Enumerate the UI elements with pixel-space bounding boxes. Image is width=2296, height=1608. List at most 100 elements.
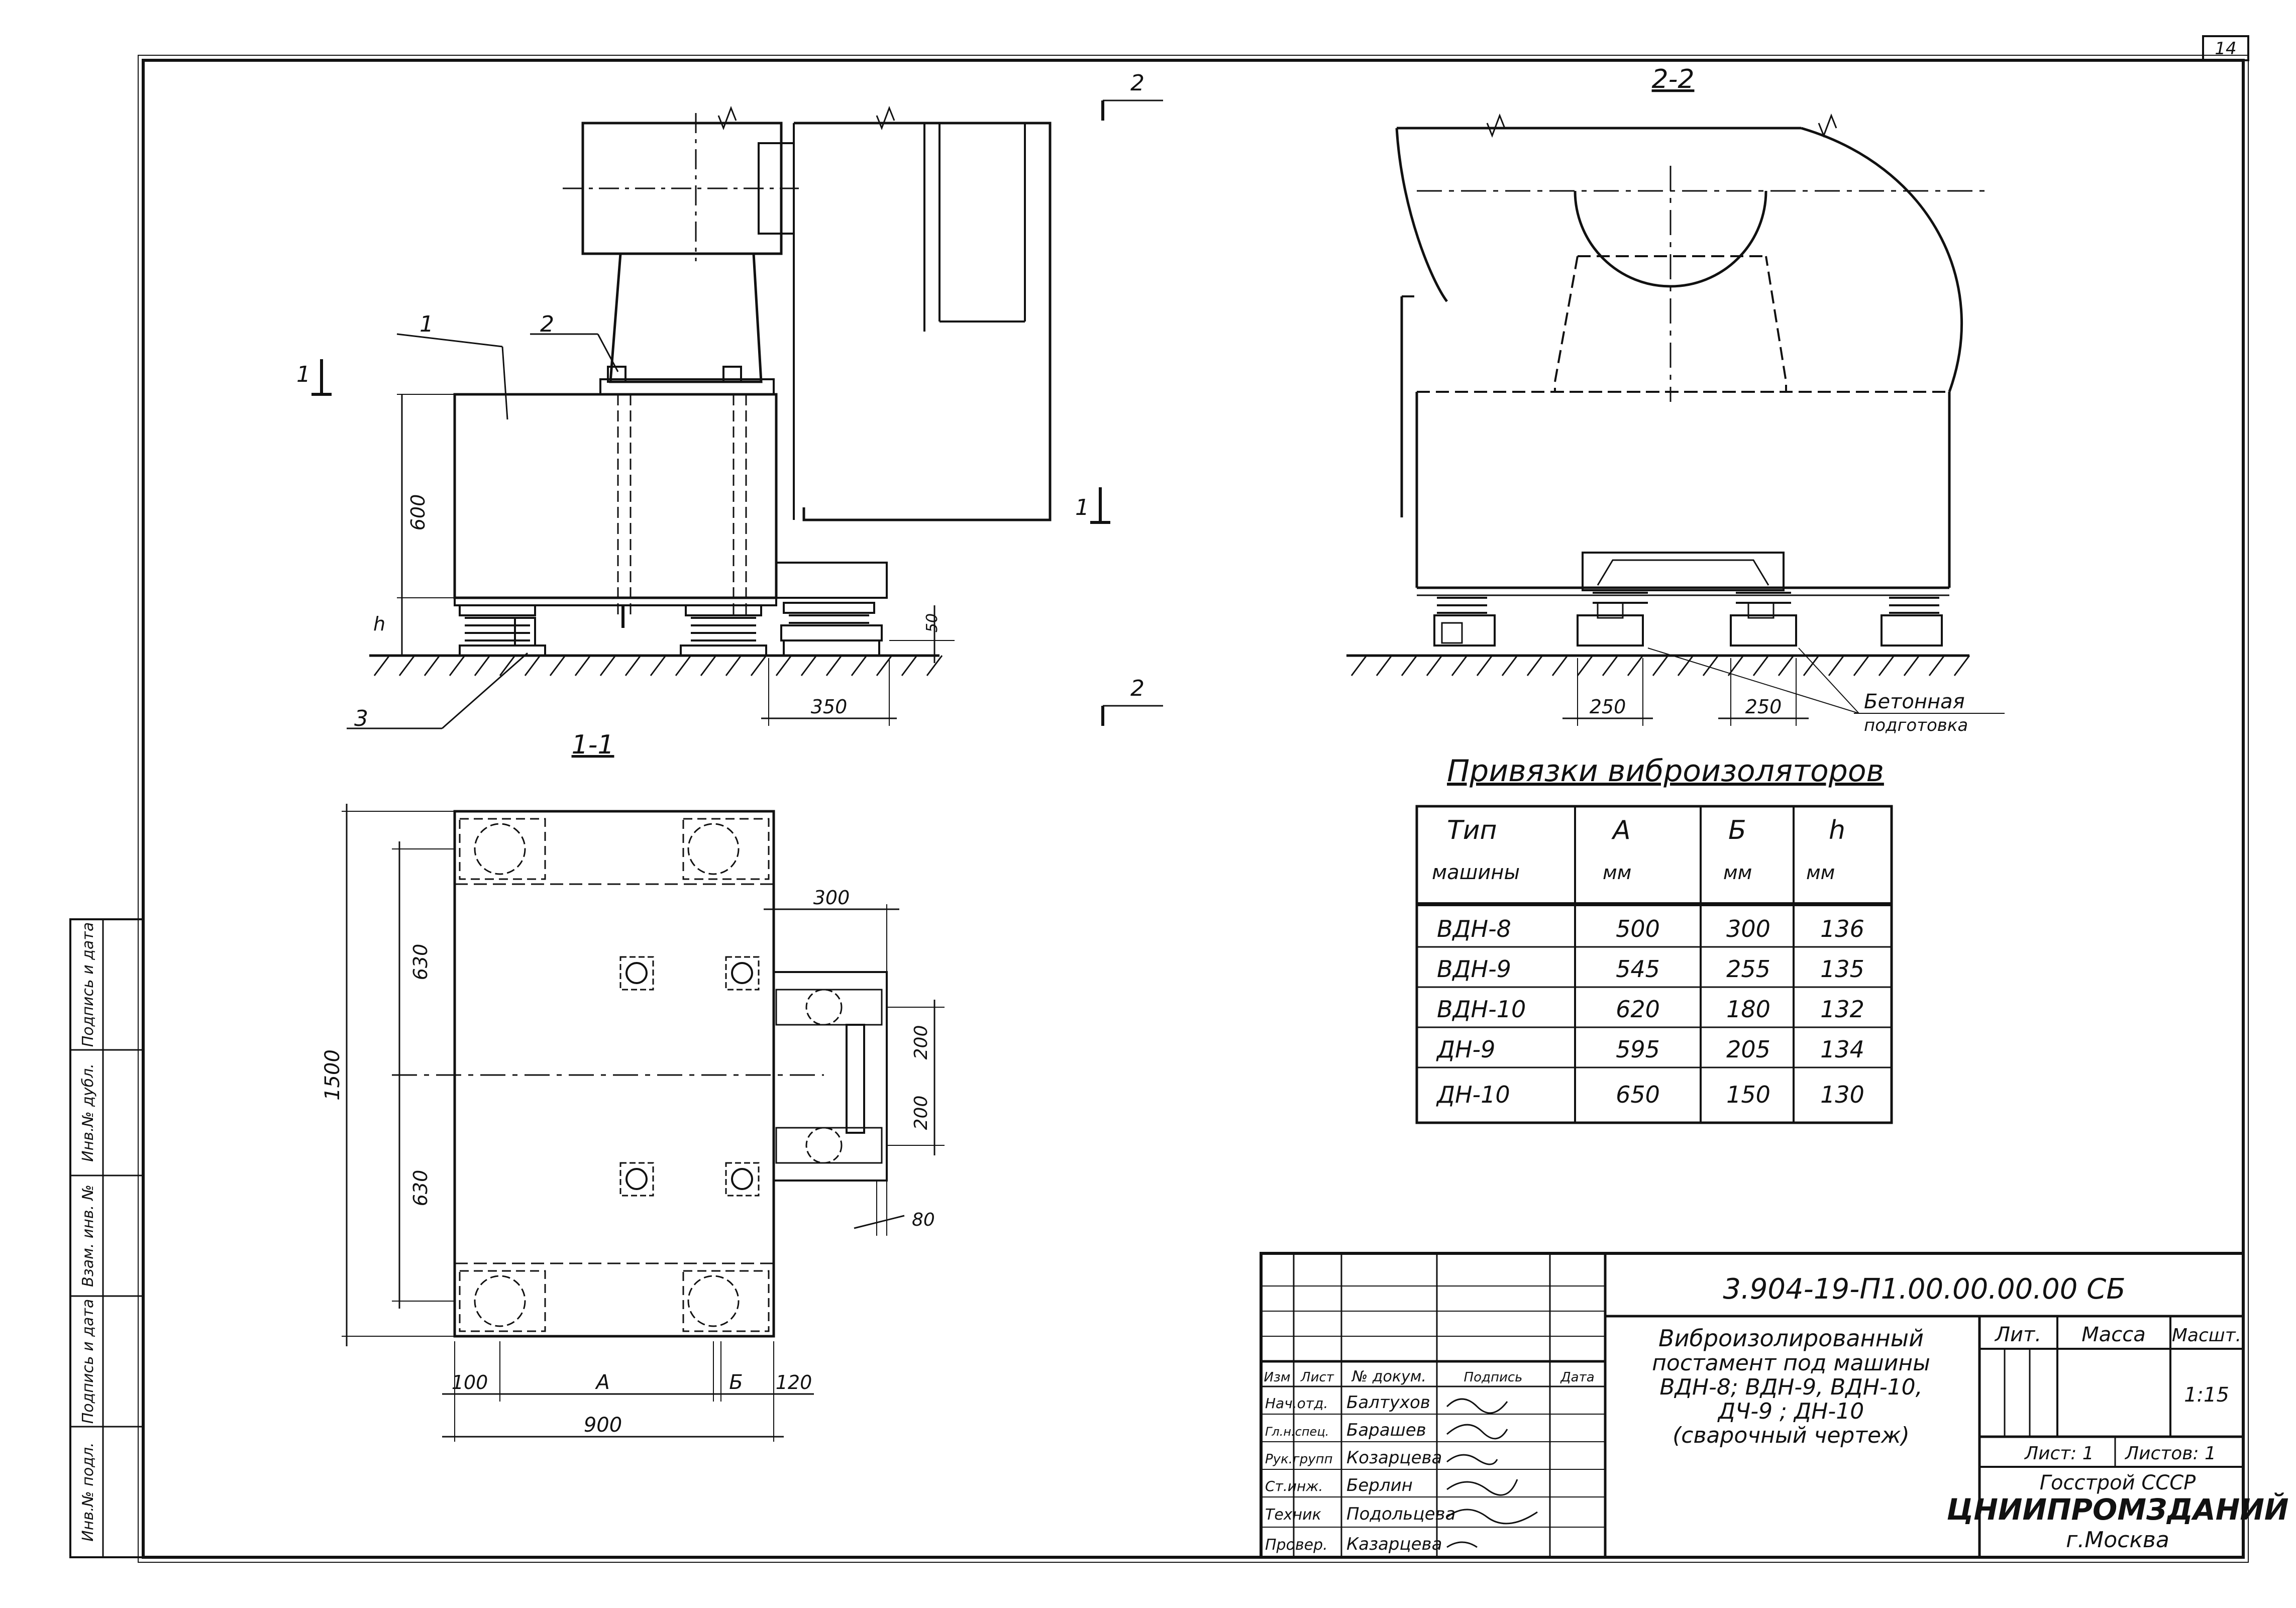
- staff-name: Берлин: [1346, 1475, 1413, 1495]
- isolator-table: Привязки виброизоляторов Тип машины А мм…: [1415, 754, 1893, 1124]
- cell-type: ВДН-9: [1437, 955, 1511, 983]
- header-B-l2: мм: [1723, 862, 1752, 884]
- staff-name: Балтухов: [1346, 1392, 1430, 1413]
- staff-name: Подольцева: [1346, 1504, 1455, 1524]
- description-line: постамент под машины: [1652, 1350, 1930, 1376]
- dim-120: 120: [776, 1371, 812, 1393]
- description-line: Виброизолированный: [1658, 1325, 1924, 1352]
- staff-name: Козарцева: [1346, 1448, 1442, 1468]
- cut-mark-1-section: 1: [1075, 495, 1089, 520]
- col-izm: Изм: [1264, 1370, 1291, 1385]
- cell-type: ДН-10: [1436, 1081, 1510, 1108]
- table-row: ВДН-9 545 255 135: [1437, 955, 1864, 983]
- dim-80: 80: [912, 1210, 935, 1230]
- org-line-2: ЦНИИПРОМЗДАНИЙ: [1947, 1492, 2289, 1527]
- callout-1: 1: [420, 311, 434, 337]
- stamp-cell: Подпись и дата: [79, 1299, 97, 1424]
- staff-name: Барашев: [1346, 1420, 1426, 1440]
- cell-B: 300: [1726, 915, 1770, 942]
- plan-view: 1500 630 630 300 200 200 80 100 А Б 120 …: [321, 804, 945, 1442]
- staff-role: Рук.групп: [1265, 1452, 1333, 1467]
- dim-630-bottom: 630: [409, 1170, 432, 1207]
- table-row: ВДН-8 500 300 136: [1437, 915, 1864, 942]
- dim-250-right: 250: [1745, 696, 1782, 718]
- cut-mark-1: 1: [296, 362, 310, 387]
- cell-B: 180: [1726, 996, 1770, 1023]
- dim-50: 50: [923, 613, 941, 632]
- scale-label: Масшт.: [2172, 1325, 2241, 1346]
- cell-B: 150: [1726, 1081, 1770, 1108]
- staff-name: Казарцева: [1346, 1534, 1442, 1554]
- concrete-label-line2: подготовка: [1864, 715, 1968, 735]
- dim-200-top: 200: [911, 1025, 931, 1060]
- dim-B: Б: [729, 1371, 743, 1394]
- cell-h: 135: [1820, 955, 1864, 983]
- col-sign: Подпись: [1464, 1370, 1523, 1385]
- header-h-l2: мм: [1806, 862, 1835, 884]
- cell-A: 595: [1616, 1036, 1660, 1063]
- staff-role: Техник: [1265, 1506, 1321, 1524]
- section-isolators: [1433, 592, 1943, 647]
- cell-type: ВДН-8: [1437, 915, 1511, 942]
- sheet-frame: 14: [138, 35, 2249, 1563]
- sheet-label: Лист: 1: [2024, 1443, 2094, 1464]
- stamp-cell: Инв.№ дубл.: [79, 1063, 97, 1162]
- dim-200-bottom: 200: [911, 1096, 931, 1130]
- dim-block-height: 600: [407, 494, 429, 531]
- cell-type: ВДН-10: [1437, 996, 1526, 1023]
- cell-A: 620: [1616, 996, 1660, 1023]
- spring-isolators: [459, 602, 883, 657]
- staff-role: Нач.отд.: [1265, 1395, 1328, 1412]
- view-title-1-1: 1-1: [572, 730, 614, 760]
- cut-mark-2-bottom: 2: [1130, 676, 1144, 701]
- cell-A: 500: [1616, 915, 1660, 942]
- cell-h: 136: [1820, 915, 1864, 942]
- dim-h: h: [373, 613, 385, 635]
- scale-value: 1:15: [2184, 1383, 2229, 1407]
- header-B-l1: Б: [1728, 815, 1746, 845]
- org-line-3: г.Москва: [2066, 1527, 2169, 1553]
- callout-2: 2: [540, 311, 554, 337]
- view-title-2-2: 2-2: [1652, 64, 1695, 94]
- doc-code: 3.904-19-П1.00.00.00.00 СБ: [1723, 1273, 2125, 1306]
- header-type-l2: машины: [1432, 861, 1520, 884]
- cell-A: 650: [1616, 1081, 1660, 1108]
- table-row: ВДН-10 620 180 132: [1437, 996, 1864, 1023]
- staff-role: Гл.н.спец.: [1265, 1425, 1329, 1439]
- col-doc: № докум.: [1351, 1368, 1426, 1385]
- cell-h: 132: [1820, 996, 1864, 1023]
- dim-350: 350: [811, 696, 848, 718]
- sheet-number: 14: [2215, 39, 2236, 59]
- header-type-l1: Тип: [1447, 815, 1497, 845]
- col-date: Дата: [1560, 1370, 1594, 1385]
- side-view: 600 h 350 50 1 2 3 1 2 2 1 1-1: [296, 70, 1163, 760]
- header-A-l1: А: [1611, 815, 1631, 845]
- table-row: ДН-10 650 150 130: [1436, 1081, 1864, 1108]
- staff-role: Провер.: [1265, 1536, 1328, 1554]
- table-title: Привязки виброизоляторов: [1447, 754, 1884, 789]
- dim-300: 300: [813, 887, 850, 909]
- cell-B: 205: [1726, 1036, 1770, 1063]
- staff-role: Ст.инж.: [1265, 1478, 1323, 1494]
- side-stamp: Инв.№ подл. Подпись и дата Взам. инв. № …: [69, 918, 144, 1558]
- lit-label: Лит.: [1994, 1323, 2041, 1346]
- header-A-l2: мм: [1603, 862, 1631, 884]
- dim-A: А: [594, 1371, 609, 1394]
- cut-mark-2-top: 2: [1130, 70, 1144, 96]
- callout-3: 3: [354, 706, 368, 731]
- dim-1500: 1500: [321, 1049, 344, 1101]
- title-block: Изм Лист № докум. Подпись Дата Нач.отд. …: [1260, 1252, 2289, 1559]
- dim-100: 100: [452, 1371, 488, 1393]
- org-line-1: Госстрой СССР: [2040, 1471, 2196, 1494]
- cell-h: 130: [1820, 1081, 1864, 1108]
- plan-bolts: [619, 956, 760, 1197]
- cell-A: 545: [1616, 955, 1660, 983]
- mass-label: Масса: [2081, 1323, 2146, 1346]
- header-h-l1: h: [1829, 815, 1845, 845]
- description-line: (сварочный чертеж): [1673, 1423, 1910, 1448]
- concrete-label-line1: Бетонная: [1864, 690, 1965, 713]
- plan-isolators: [459, 818, 770, 1332]
- dim-900: 900: [584, 1414, 622, 1437]
- description-line: ДЧ-9 ; ДН-10: [1717, 1399, 1864, 1424]
